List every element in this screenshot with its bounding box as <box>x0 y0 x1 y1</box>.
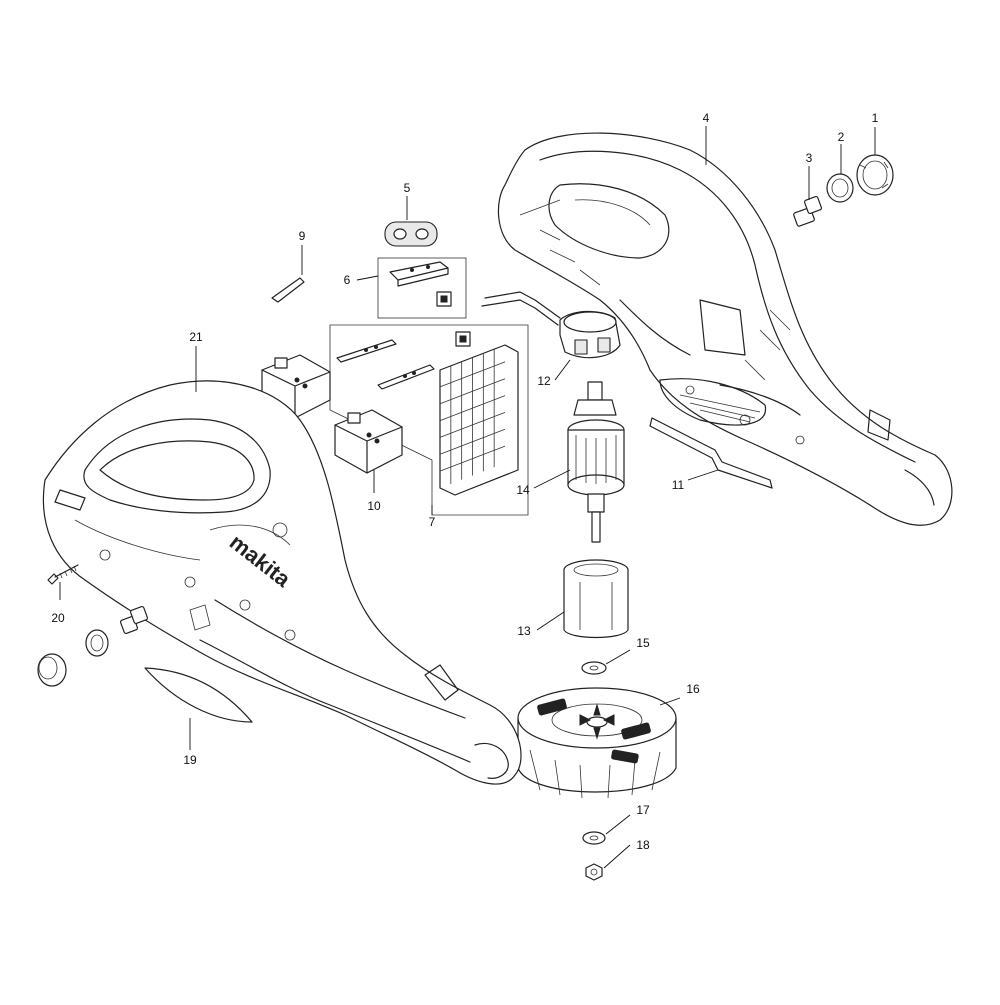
cap-middle <box>85 629 109 657</box>
callout-11: 11 <box>671 478 685 492</box>
callout-17: 17 <box>636 803 650 817</box>
part-12-brush-holder <box>481 291 621 359</box>
part-11-plate <box>649 417 773 489</box>
callout-4: 4 <box>702 111 710 125</box>
part-2-ring <box>826 173 854 203</box>
part-21-housing-left: makita <box>42 380 522 785</box>
part-1-ring <box>856 154 894 196</box>
part-19-strip <box>144 667 253 723</box>
part-4-housing-right <box>497 132 953 526</box>
callout-7: 7 <box>428 515 436 529</box>
callout-16: 16 <box>686 682 700 696</box>
callout-13: 13 <box>517 624 531 638</box>
part-6-switch-assembly <box>377 257 467 319</box>
part-17-washer <box>582 831 606 845</box>
part-15-washer <box>581 661 607 675</box>
callout-20: 20 <box>51 611 65 625</box>
callout-1: 1 <box>871 111 879 125</box>
callout-12: 12 <box>537 374 551 388</box>
part-10-terminal-block-b <box>334 409 403 474</box>
callout-2: 2 <box>837 130 845 144</box>
part-20-screw <box>47 564 79 585</box>
callout-3: 3 <box>805 151 813 165</box>
callout-9: 9 <box>298 229 306 243</box>
part-9-clip <box>271 277 305 303</box>
callout-21: 21 <box>189 330 203 344</box>
part-18-nut <box>585 863 603 881</box>
cap-left <box>37 653 67 687</box>
callout-5: 5 <box>403 181 411 195</box>
callout-18: 18 <box>636 838 650 852</box>
callout-19: 19 <box>183 753 197 767</box>
part-13-yoke <box>563 559 629 639</box>
callout-10: 10 <box>367 499 381 513</box>
callout-14: 14 <box>516 483 530 497</box>
leader-lines <box>59 126 876 869</box>
part-5-button-cover <box>384 221 438 247</box>
part-16-fan <box>517 687 677 799</box>
switch-knob <box>119 605 149 635</box>
callout-6: 6 <box>343 273 351 287</box>
part-3-switch-lever <box>793 195 823 227</box>
part-14-armature <box>567 381 625 543</box>
callout-15: 15 <box>636 636 650 650</box>
